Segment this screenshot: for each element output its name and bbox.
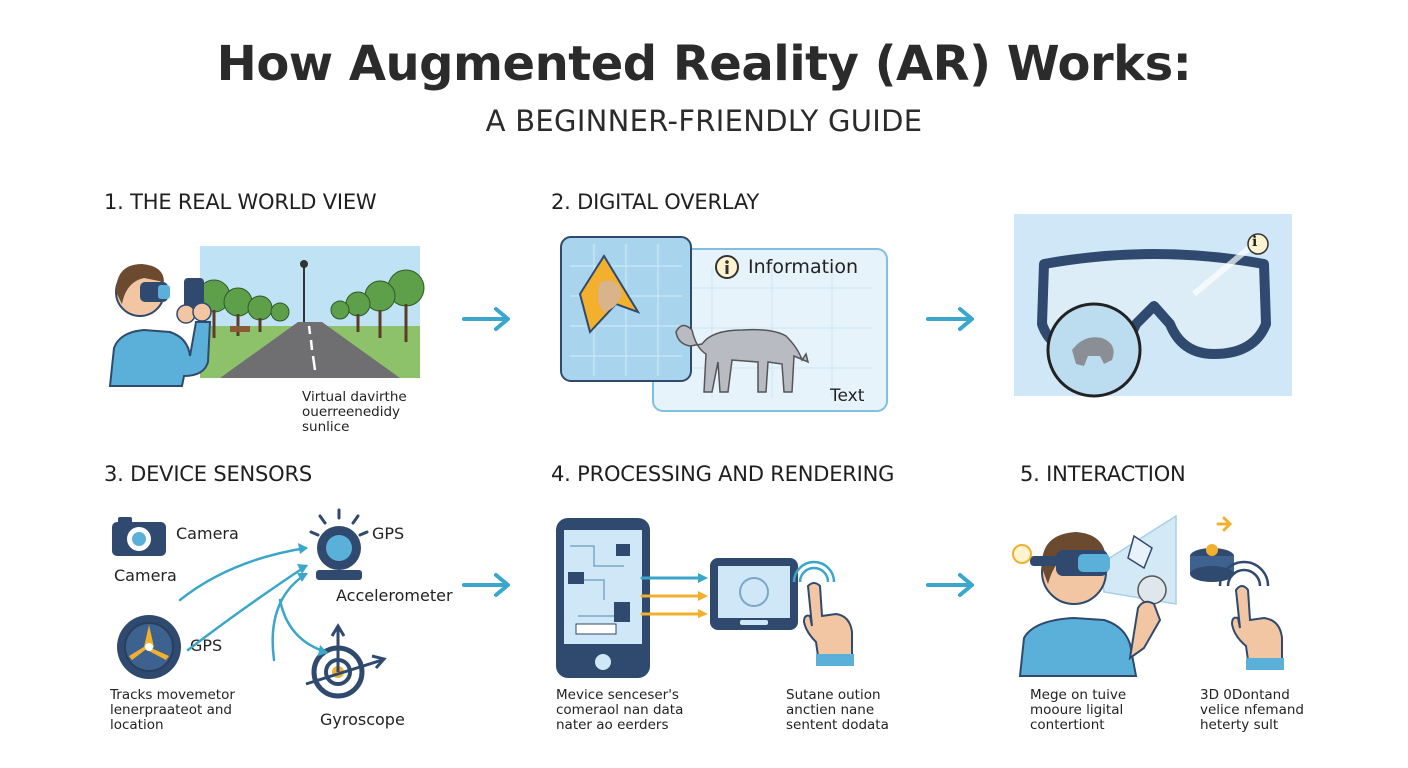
tablet-render-icon — [710, 558, 798, 630]
device-touch-illustration — [1190, 516, 1284, 670]
flow-arrow-2 — [926, 307, 974, 331]
step-5-heading: 5. INTERACTION — [1020, 462, 1186, 486]
gps-sensor-icon — [309, 508, 369, 580]
data-flow-lines — [640, 573, 708, 618]
step-3-heading: 3. DEVICE SENSORS — [104, 462, 313, 486]
hologram-dog — [675, 324, 810, 393]
camera-label-below: Camera — [114, 566, 177, 585]
step-4-heading: 4. PROCESSING AND RENDERING — [551, 462, 895, 486]
person-holding-phone — [108, 264, 212, 387]
ar-glasses-info-badge — [1247, 233, 1269, 255]
gyroscope-label: Gyroscope — [320, 710, 405, 729]
compass-icon — [117, 615, 181, 679]
real-world-scene — [197, 246, 425, 378]
step-5-caption-right: 3D 0Dontand velice nfemand heterty sult — [1200, 687, 1304, 733]
page-title: How Augmented Reality (AR) Works: — [216, 36, 1192, 92]
step-5-caption-left: Mege on tuive mooure ligital contertiont — [1030, 687, 1127, 733]
headset-user-illustration — [1012, 514, 1177, 677]
camera-icon — [112, 517, 166, 556]
step-2-heading: 2. DIGITAL OVERLAY — [551, 190, 760, 214]
overlay-panel-front — [560, 236, 692, 382]
information-label: Information — [748, 256, 858, 278]
smartphone-icon — [556, 518, 650, 678]
sensor-connection-arrows — [178, 543, 328, 662]
gps-label-left: GPS — [190, 636, 223, 655]
touch-hand-icon — [792, 560, 854, 666]
ar-glasses-info-glyph: ℹ — [1252, 234, 1258, 250]
ar-glasses-panel — [1014, 214, 1292, 398]
step-4-caption-left: Mevice senceser's comeraol nan data nate… — [556, 687, 684, 733]
step-1-caption: Virtual davirthe ouerreenedidy sunlice — [302, 389, 407, 435]
flow-arrow-4 — [926, 573, 974, 597]
step-4-caption-right: Sutane oution anctien nane sentent dodat… — [786, 687, 889, 733]
flow-arrow-3 — [462, 573, 510, 597]
accelerometer-label: Accelerometer — [336, 586, 453, 605]
text-label: Text — [830, 386, 865, 406]
info-icon — [715, 255, 739, 279]
camera-label-right: Camera — [176, 524, 239, 543]
gps-label-top: GPS — [372, 524, 405, 543]
step-3-caption: Tracks movemetor lenerpraateot and locat… — [110, 687, 235, 733]
flow-arrow-1 — [462, 307, 510, 331]
page-subtitle: A BEGINNER-FRIENDLY GUIDE — [485, 104, 923, 138]
gyroscope-icon — [305, 623, 387, 699]
step-1-heading: 1. THE REAL WORLD VIEW — [104, 190, 377, 214]
